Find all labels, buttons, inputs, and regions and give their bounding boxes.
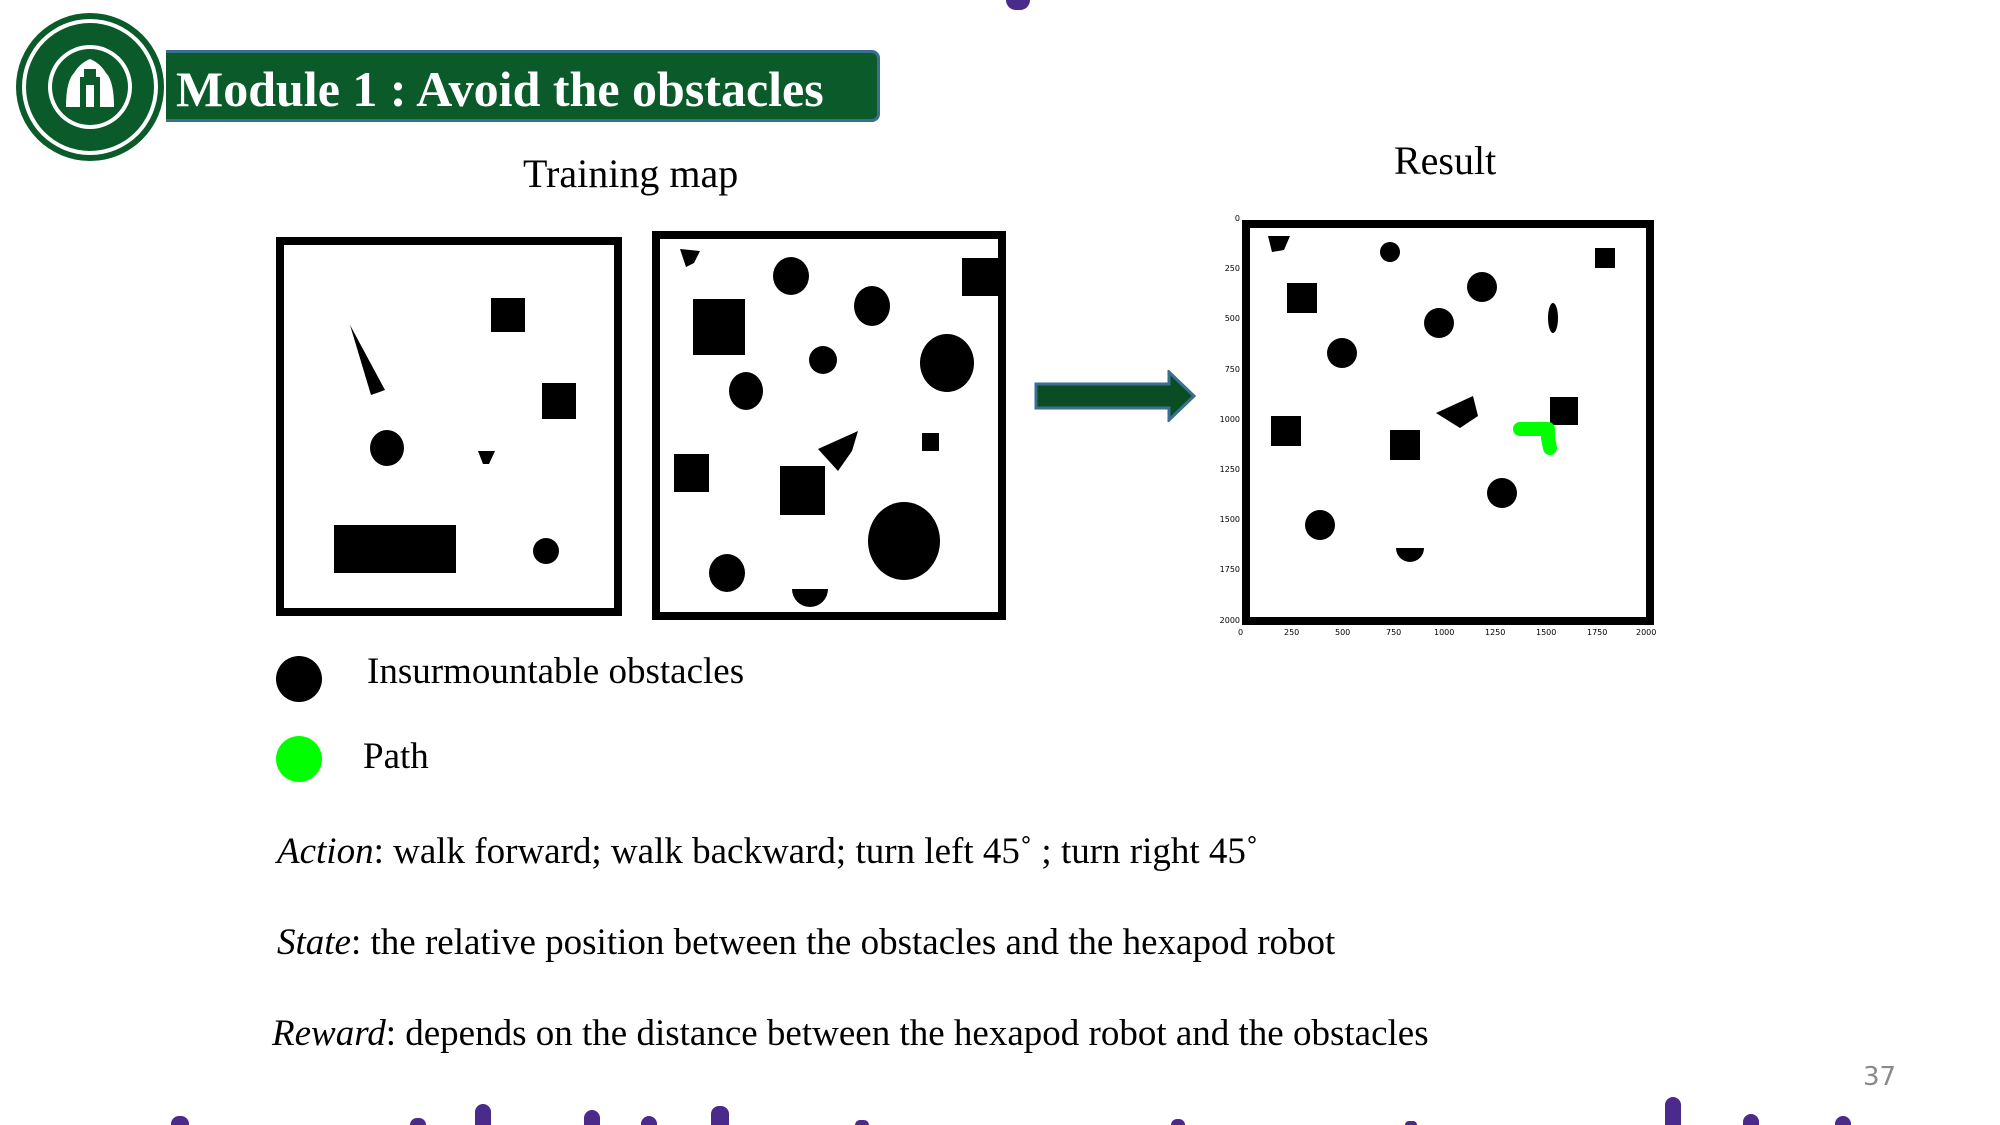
x-tick: 1750 [1587, 628, 1608, 637]
y-tick: 250 [1224, 264, 1240, 273]
x-tick: 0 [1238, 628, 1244, 637]
y-tick: 500 [1224, 314, 1240, 323]
state-term: State [277, 922, 351, 963]
result-map [1242, 220, 1654, 625]
decorative-mark [1665, 1097, 1681, 1125]
decorative-mark [410, 1118, 426, 1125]
decorative-mark [475, 1104, 491, 1125]
decorative-mark [641, 1116, 657, 1125]
university-seal-icon [16, 13, 164, 161]
decorative-mark [584, 1110, 600, 1125]
x-tick: 750 [1386, 628, 1402, 637]
obstacle-legend-dot [276, 656, 322, 702]
page-number: 37 [1863, 1062, 1897, 1092]
y-tick: 2000 [1219, 616, 1240, 625]
decorative-mark [1171, 1119, 1185, 1125]
result-heading: Result [1394, 138, 1497, 183]
reward-description: Reward: depends on the distance between … [272, 1012, 1429, 1055]
reward-term: Reward [272, 1013, 386, 1054]
y-tick: 1000 [1219, 415, 1240, 424]
action-description: Action: walk forward; walk backward; tur… [277, 830, 1258, 873]
x-tick: 500 [1335, 628, 1351, 637]
result-y-axis-ticks: 0 250 500 750 1000 1250 1500 1750 2000 [1218, 214, 1248, 634]
decorative-mark [1405, 1121, 1417, 1125]
result-x-axis-ticks: 0 250 500 750 1000 1250 1500 1750 2000 [1236, 628, 1676, 642]
x-tick: 1250 [1485, 628, 1506, 637]
action-term: Action [277, 831, 374, 872]
path-legend-label: Path [363, 736, 429, 777]
y-tick: 0 [1234, 214, 1240, 223]
y-tick: 1250 [1219, 465, 1240, 474]
training-map-2 [652, 231, 1006, 620]
x-tick: 1000 [1434, 628, 1455, 637]
x-tick: 1500 [1536, 628, 1557, 637]
y-tick: 750 [1224, 365, 1240, 374]
decorative-mark [1835, 1116, 1851, 1125]
decorative-mark [711, 1106, 729, 1125]
obstacle-legend-label: Insurmountable obstacles [367, 651, 745, 692]
right-arrow-icon [1034, 370, 1197, 422]
training-map-heading: Training map [523, 151, 739, 196]
y-tick: 1500 [1219, 515, 1240, 524]
decorative-mark [171, 1116, 189, 1125]
page-title: Module 1 : Avoid the obstacles [176, 61, 824, 117]
path-legend-dot [276, 736, 322, 782]
training-map-1 [276, 237, 622, 616]
state-text: : the relative position between the obst… [350, 922, 1336, 963]
decorative-mark [1743, 1114, 1759, 1125]
decorative-mark [855, 1120, 869, 1125]
x-tick: 250 [1284, 628, 1300, 637]
state-description: State: the relative position between the… [277, 921, 1335, 964]
title-bar [166, 50, 880, 122]
decorative-mark [1006, 0, 1030, 10]
x-tick: 2000 [1636, 628, 1657, 637]
action-text: : walk forward; walk backward; turn left… [373, 831, 1259, 872]
y-tick: 1750 [1219, 565, 1240, 574]
reward-text: : depends on the distance between the he… [385, 1013, 1429, 1054]
